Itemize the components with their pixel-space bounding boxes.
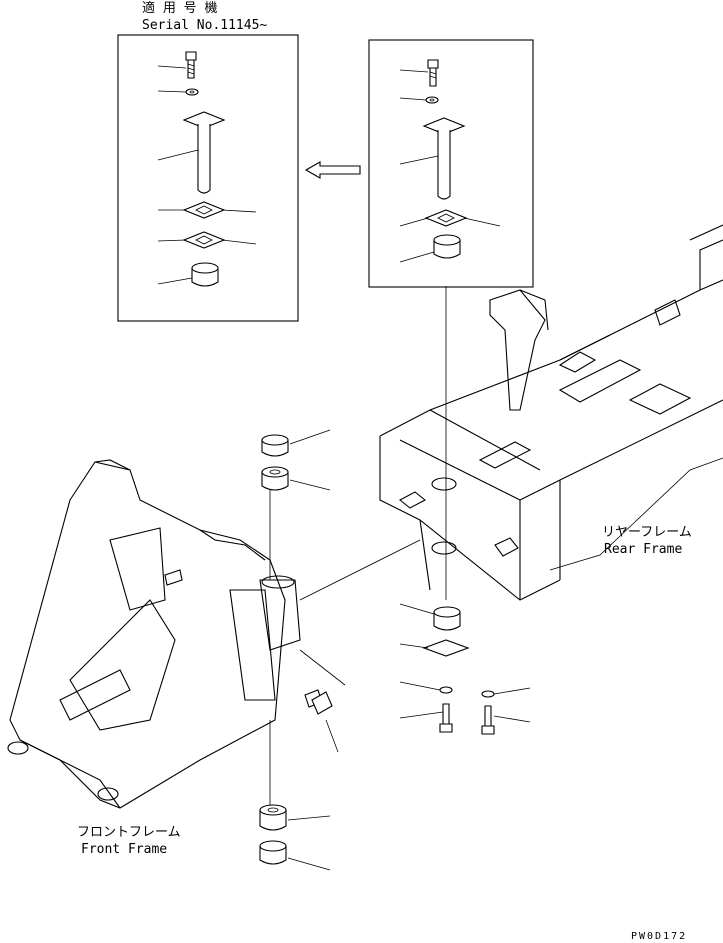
front-frame-label-en: Front Frame (81, 842, 167, 857)
shim-part (399, 209, 501, 227)
bolt-part (157, 51, 197, 79)
bolt-part (399, 59, 439, 87)
rear-frame-leader (549, 457, 723, 571)
rear-frame-label-jp: リヤーフレーム (602, 525, 692, 540)
lower-bearing (259, 804, 331, 831)
lower-bolts (399, 703, 531, 735)
pin-part (157, 111, 226, 194)
replacement-arrow (304, 161, 361, 179)
lower-pin-bushing (399, 603, 461, 631)
inset-title-serial: Serial No.11145~ (142, 18, 267, 33)
rear-frame (379, 224, 723, 601)
lower-bushing (259, 840, 331, 871)
shim-part (158, 201, 257, 219)
front-frame-label-jp: フロントフレーム (77, 825, 181, 840)
upper-bearing (261, 466, 331, 491)
rear-frame-label-en: Rear Frame (604, 542, 682, 557)
drawing-code: PW0D172 (631, 931, 687, 942)
lower-plate (399, 639, 470, 657)
shim-part (157, 231, 257, 249)
grease-fitting (311, 691, 339, 753)
front-frame (7, 459, 323, 809)
pin-part (399, 117, 466, 200)
inset-box-old (368, 39, 534, 288)
bushing-part (399, 234, 461, 263)
bushing-part (157, 262, 219, 287)
lower-washers (399, 681, 531, 698)
assembly-centerlines (269, 286, 447, 810)
washer-part (157, 88, 199, 96)
upper-bushing (261, 429, 331, 457)
inset-title-jp: 適 用 号 機 (142, 0, 217, 16)
inset-box-new-serial (117, 34, 299, 322)
washer-part (399, 96, 439, 104)
